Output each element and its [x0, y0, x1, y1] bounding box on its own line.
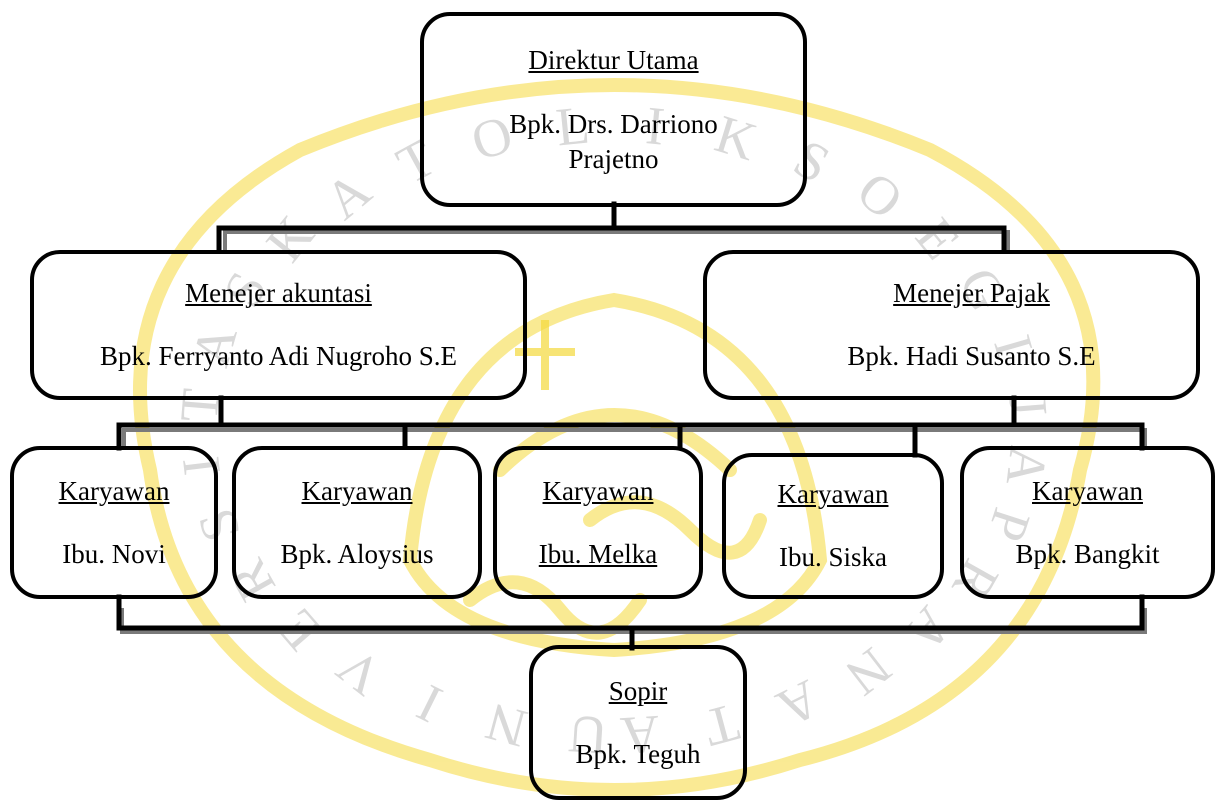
driver-role: Sopir — [608, 675, 668, 706]
employee-box-siska: Karyawan Ibu. Siska — [722, 453, 944, 599]
connector-shadow-managers — [223, 230, 1010, 252]
seal-letter: A — [995, 443, 1059, 489]
connector-shadow-employees-top — [122, 428, 1147, 448]
seal-inner-arch — [493, 408, 737, 477]
seal-letter: U — [567, 704, 610, 766]
connector-managers-bar — [216, 225, 1007, 251]
employee-box-bangkit: Karyawan Bpk. Bangkit — [960, 446, 1215, 599]
driver-box: Sopir Bpk. Teguh — [529, 645, 747, 800]
employee-name-novi: Ibu. Novi — [62, 538, 166, 569]
seal-inner-mound — [402, 292, 828, 658]
employee-name-siska: Ibu. Siska — [779, 542, 887, 572]
employee-role-novi: Karyawan — [58, 475, 170, 506]
employee-box-aloysius: Karyawan Bpk. Aloysius — [232, 446, 482, 599]
seal-letter: I — [643, 95, 667, 156]
manager-accounting-role: Menejer akuntasi — [185, 278, 372, 309]
employee-name-aloysius: Bpk. Aloysius — [280, 538, 434, 569]
seal-outer-ring — [133, 78, 1101, 797]
director-role: Direktur Utama — [528, 44, 699, 75]
driver-name: Bpk. Teguh — [575, 738, 701, 769]
employee-box-novi: Karyawan Ibu. Novi — [10, 446, 218, 599]
manager-accounting-box: Menejer akuntasi Bpk. Ferryanto Adi Nugr… — [30, 250, 527, 400]
manager-tax-name: Bpk. Hadi Susanto S.E — [847, 341, 1096, 371]
seal-letter: L — [553, 94, 592, 157]
employee-role-siska: Karyawan — [777, 479, 889, 510]
connector-employees-bottom-bar — [116, 594, 1145, 631]
manager-accounting-name: Bpk. Ferryanto Adi Nugroho S.E — [100, 341, 457, 371]
employee-role-melka: Karyawan — [542, 475, 654, 506]
employee-name-bangkit: Bpk. Bangkit — [1015, 538, 1160, 569]
director-box: Direktur Utama Bpk. Drs. Darriono Prajet… — [420, 12, 807, 207]
employee-role-aloysius: Karyawan — [301, 475, 413, 506]
manager-tax-box: Menejer Pajak Bpk. Hadi Susanto S.E — [703, 250, 1200, 400]
director-name: Bpk. Drs. Darriono Prajetno — [509, 109, 718, 174]
seal-wave-right — [583, 495, 767, 560]
manager-tax-role: Menejer Pajak — [893, 278, 1050, 309]
seal-letter: A — [619, 704, 662, 766]
connector-employees-top-bar — [116, 422, 1145, 451]
employee-box-melka: Karyawan Ibu. Melka — [493, 446, 703, 599]
employee-role-bangkit: Karyawan — [1032, 475, 1143, 506]
employee-name-melka: Ibu. Melka — [538, 538, 658, 569]
